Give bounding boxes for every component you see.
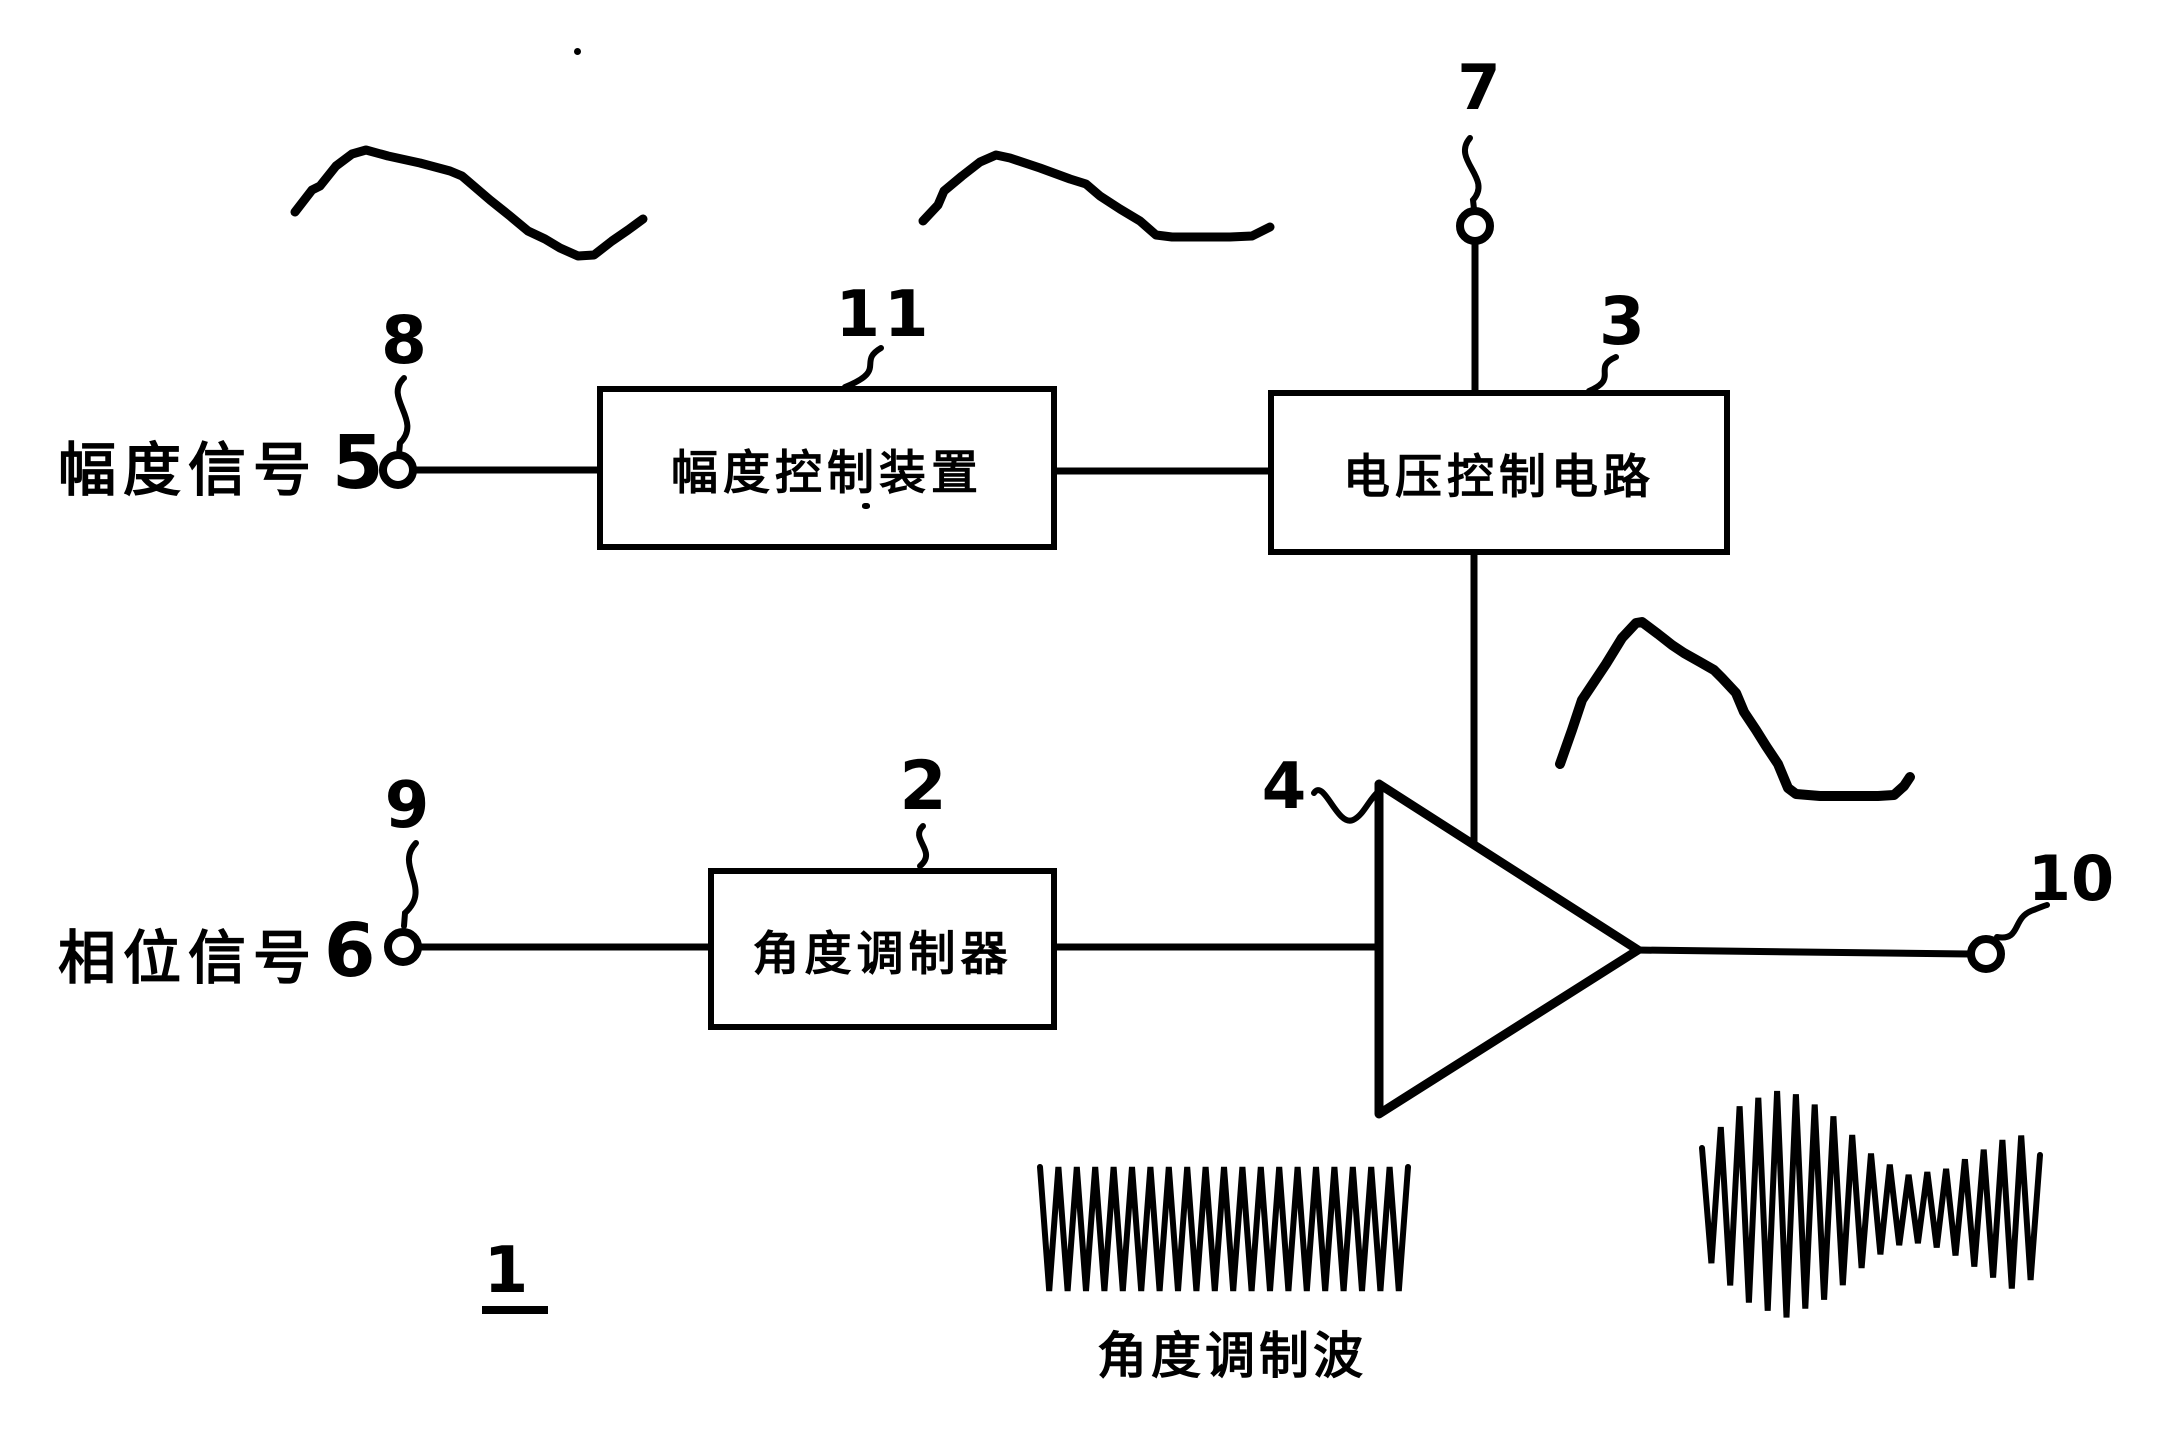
leader-squiggle-2 [916,823,930,869]
ref-numeral-7: 7 [1457,51,1501,124]
block-voltage-control-circuit: 电压控制电路 [1268,390,1730,555]
terminal-9-circle [384,928,422,966]
leader-squiggle-10 [1994,902,2050,941]
block-amplitude-control-device: 幅度控制装置 [597,386,1057,550]
ink-speck [574,48,581,55]
ref-numeral-4: 4 [1261,750,1307,824]
figure-number: 1 [483,1234,529,1308]
block-angle-modulator: 角度调制器 [708,868,1057,1030]
control-voltage-waveform [1555,617,1915,801]
ref-numeral-8: 8 [381,302,427,379]
amplifier-triangle [1374,779,1643,1119]
block-amplitude-control-label: 幅度控制装置 [671,445,983,499]
ref-numeral-3: 3 [1599,283,1645,360]
terminal-7-circle [1456,207,1494,245]
phase-signal-label-row: 相位信号 6 [58,908,376,988]
block-voltage-control-label: 电压控制电路 [1343,450,1655,503]
phase-signal-label: 相位信号 [58,926,319,991]
ref-numeral-2: 2 [899,747,947,826]
leader-squiggle-9 [401,840,419,929]
angle-modulated-wave-caption: 角度调制波 [1097,1328,1367,1384]
leader-squiggle-8 [394,375,411,457]
ref-numeral-11: 11 [835,278,933,352]
modulated-output-waveform [1699,1090,2043,1318]
terminal-10-circle [1967,935,2005,973]
leader-squiggle-11 [842,345,884,390]
leader-squiggle-7 [1461,135,1482,212]
ref-numeral-9: 9 [384,769,430,843]
amplitude-signal-ref-5: 5 [332,420,384,506]
leader-squiggle-3 [1586,354,1619,394]
wire-amplifier-to-terminal10 [1632,946,1974,958]
ref-numeral-10: 10 [2027,842,2115,915]
angle-modulated-carrier-waveform [1037,1164,1411,1292]
figure-number-underline [482,1306,548,1314]
leader-squiggle-4 [1311,787,1382,824]
amplitude-signal-input-waveform [290,145,648,261]
terminal-8-circle [379,451,417,489]
amplitude-signal-label: 幅度信号 [58,438,319,503]
block-angle-modulator-label: 角度调制器 [752,926,1013,980]
amplitude-control-output-waveform [918,150,1275,242]
ink-speck [862,503,870,509]
phase-signal-ref-6: 6 [324,908,376,994]
amplitude-signal-label-row: 幅度信号 5 [58,420,384,500]
